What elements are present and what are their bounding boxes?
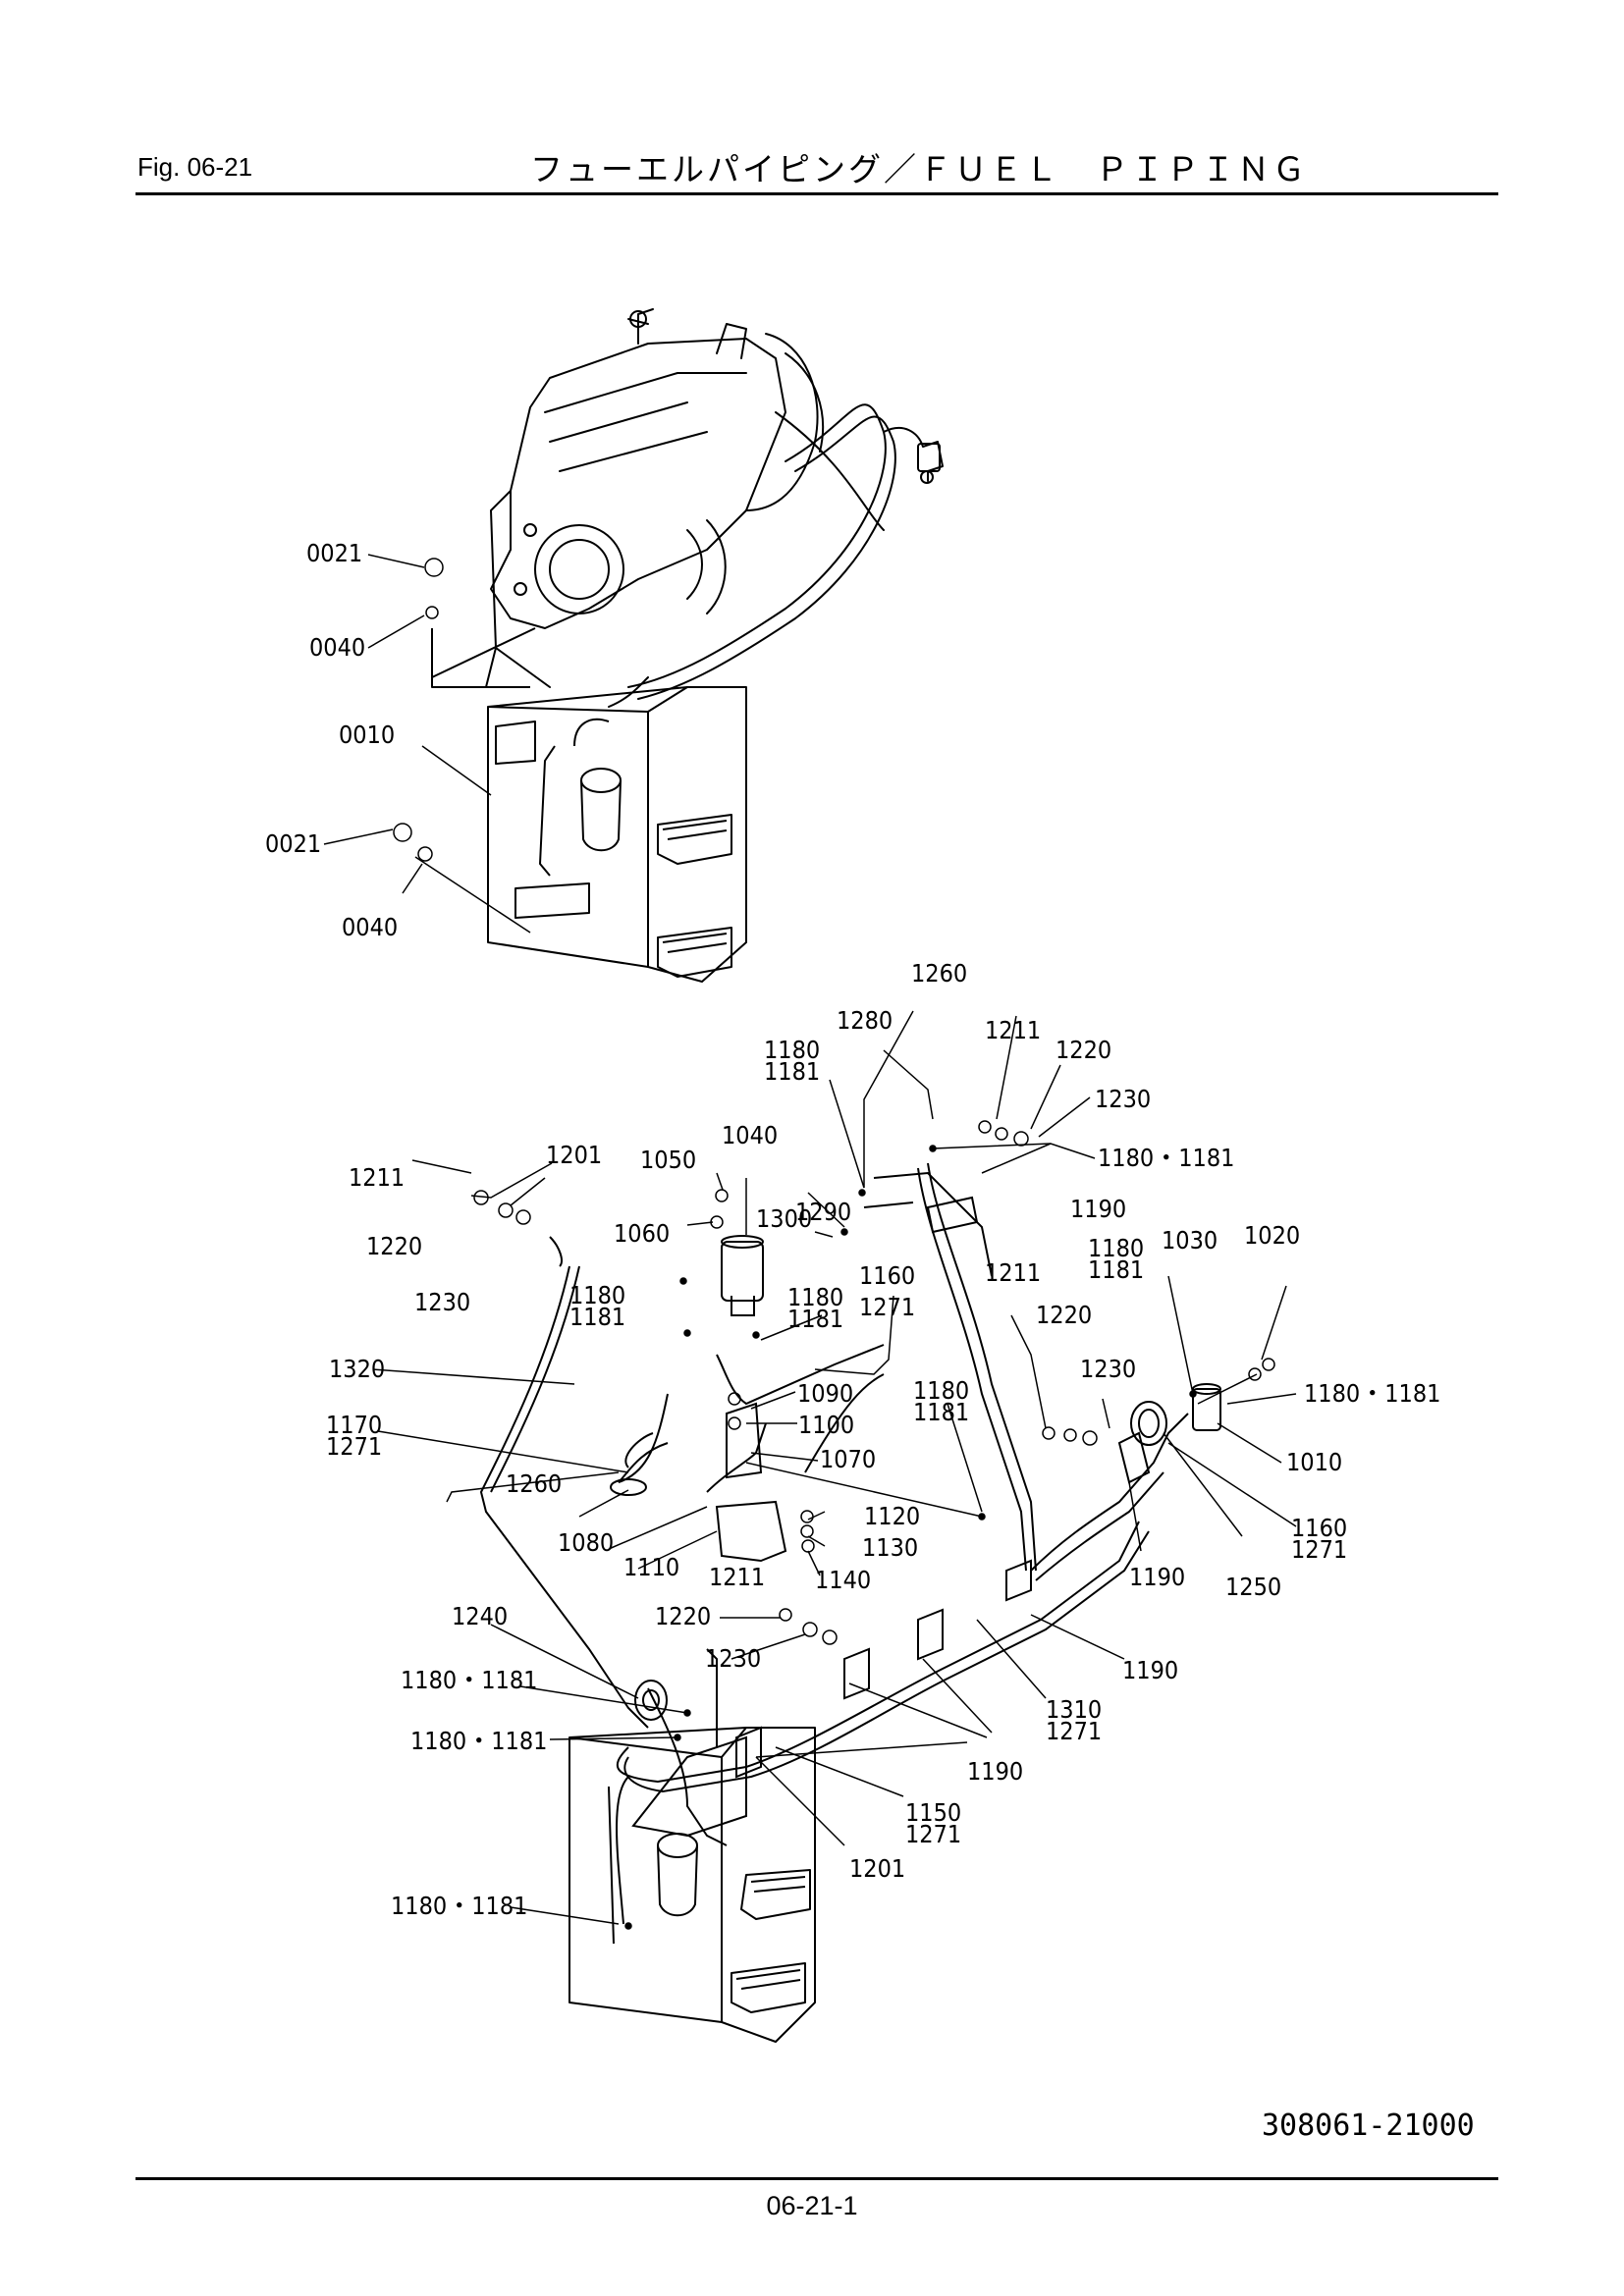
callout-1220-left: 1220: [366, 1232, 422, 1260]
callout-1271-right: 1271: [1291, 1535, 1347, 1564]
callout-1090: 1090: [797, 1379, 853, 1408]
callout-1030: 1030: [1162, 1226, 1218, 1255]
callout-1110: 1110: [623, 1553, 679, 1581]
callout-1020: 1020: [1244, 1221, 1300, 1250]
callout-1211-top: 1211: [985, 1016, 1041, 1044]
callout-0021-upper: 0021: [306, 539, 362, 567]
callout-1181-right: 1181: [1088, 1255, 1144, 1284]
callout-1271-left: 1271: [326, 1432, 382, 1461]
callout-0040-upper: 0040: [309, 633, 365, 662]
callout-1190-bottom: 1190: [967, 1757, 1023, 1786]
callout-1150: 1150: [905, 1798, 961, 1827]
callout-1260-top: 1260: [911, 959, 967, 988]
callout-1120: 1120: [864, 1502, 920, 1530]
callout-1040: 1040: [722, 1121, 778, 1149]
callout-1271-bottom: 1271: [905, 1820, 961, 1848]
callout-1060: 1060: [614, 1219, 670, 1248]
callout-1181-top: 1181: [764, 1057, 820, 1086]
callout-1230-top: 1230: [1095, 1085, 1151, 1113]
callout-1180-left: 1180: [569, 1281, 625, 1309]
callout-1211-right: 1211: [985, 1258, 1041, 1287]
drawing-number: 308061-21000: [1262, 2109, 1475, 2143]
callout-1010: 1010: [1286, 1448, 1342, 1476]
part-callouts: 0021 0040 0010 0021 0040 1260 1280 1180 …: [265, 539, 1440, 1920]
callout-1201-top: 1201: [546, 1141, 602, 1169]
callout-1050: 1050: [640, 1146, 696, 1174]
callout-1160-mid: 1160: [859, 1261, 915, 1290]
page-title: フューエルパイピング／ＦＵＥＬ ＰＩＰＩＮＧ: [530, 150, 1308, 188]
callout-1271-lower-right: 1271: [1046, 1717, 1102, 1745]
callout-1130: 1130: [862, 1533, 918, 1562]
callout-1230-left: 1230: [414, 1288, 470, 1316]
callout-1230-bottom: 1230: [705, 1644, 761, 1673]
callout-1070: 1070: [820, 1445, 876, 1473]
callout-1180-top: 1180: [764, 1036, 820, 1064]
callout-1180-center: 1180: [913, 1376, 969, 1405]
callout-1140: 1140: [815, 1566, 871, 1594]
engine-mount-bracket: [431, 627, 536, 688]
callout-1180-right: 1180: [1088, 1234, 1144, 1262]
callout-0010: 0010: [339, 721, 395, 749]
callout-1230-right: 1230: [1080, 1355, 1136, 1383]
mounting-clamps: [735, 1196, 1151, 1779]
callout-1271-mid: 1271: [859, 1293, 915, 1321]
callout-1160-right: 1160: [1291, 1514, 1347, 1542]
callout-1180-mid: 1180: [787, 1283, 843, 1311]
callout-1080: 1080: [558, 1528, 614, 1557]
callout-1201-bottom: 1201: [849, 1854, 905, 1883]
fuel-tank-lower: [568, 1727, 816, 2043]
callout-1180-1181-top: 1180・1181: [1098, 1144, 1234, 1172]
callout-1181-left: 1181: [569, 1303, 625, 1331]
leader-lines: [323, 554, 1297, 1925]
callout-1280: 1280: [837, 1006, 893, 1035]
hardware-fasteners: [393, 558, 1275, 1930]
callout-1100: 1100: [798, 1411, 854, 1439]
callout-1211-bottom: 1211: [709, 1563, 765, 1591]
callout-1180-1181-lower-b: 1180・1181: [410, 1727, 547, 1755]
page-number: 06-21-1: [766, 2191, 858, 2220]
callout-1170: 1170: [326, 1411, 382, 1439]
engine-assembly: [485, 308, 944, 708]
callout-1180-1181-lower-c: 1180・1181: [391, 1892, 527, 1920]
callout-0040-lower: 0040: [342, 913, 398, 941]
figure-number: Fig. 06-21: [137, 152, 253, 182]
callout-0021-lower: 0021: [265, 829, 321, 858]
callout-1240: 1240: [452, 1602, 508, 1630]
fuel-tank-upper: [487, 686, 747, 983]
callout-1181-center: 1181: [913, 1398, 969, 1426]
footer-rule: [135, 2177, 1498, 2180]
callout-1300: 1300: [756, 1204, 812, 1233]
callout-1220-top: 1220: [1056, 1036, 1111, 1064]
callout-1220-right: 1220: [1036, 1301, 1092, 1329]
callout-1310: 1310: [1046, 1695, 1102, 1724]
callout-1181-mid: 1181: [787, 1305, 843, 1333]
callout-1190-right: 1190: [1129, 1563, 1185, 1591]
callout-1320: 1320: [329, 1355, 385, 1383]
callout-1190-top: 1190: [1070, 1195, 1126, 1223]
header-rule: [135, 192, 1498, 195]
fuel-filter-assembly: [634, 1235, 1221, 1721]
callout-1260-left: 1260: [506, 1469, 562, 1498]
callout-1190-lower-right: 1190: [1122, 1656, 1178, 1684]
callout-1290: 1290: [795, 1198, 851, 1226]
callout-1180-1181-right: 1180・1181: [1304, 1379, 1440, 1408]
callout-1180-1181-lower-a: 1180・1181: [401, 1666, 537, 1694]
callout-1220-bottom: 1220: [655, 1602, 711, 1630]
callout-1211-left: 1211: [349, 1163, 405, 1192]
callout-1250: 1250: [1225, 1573, 1281, 1601]
